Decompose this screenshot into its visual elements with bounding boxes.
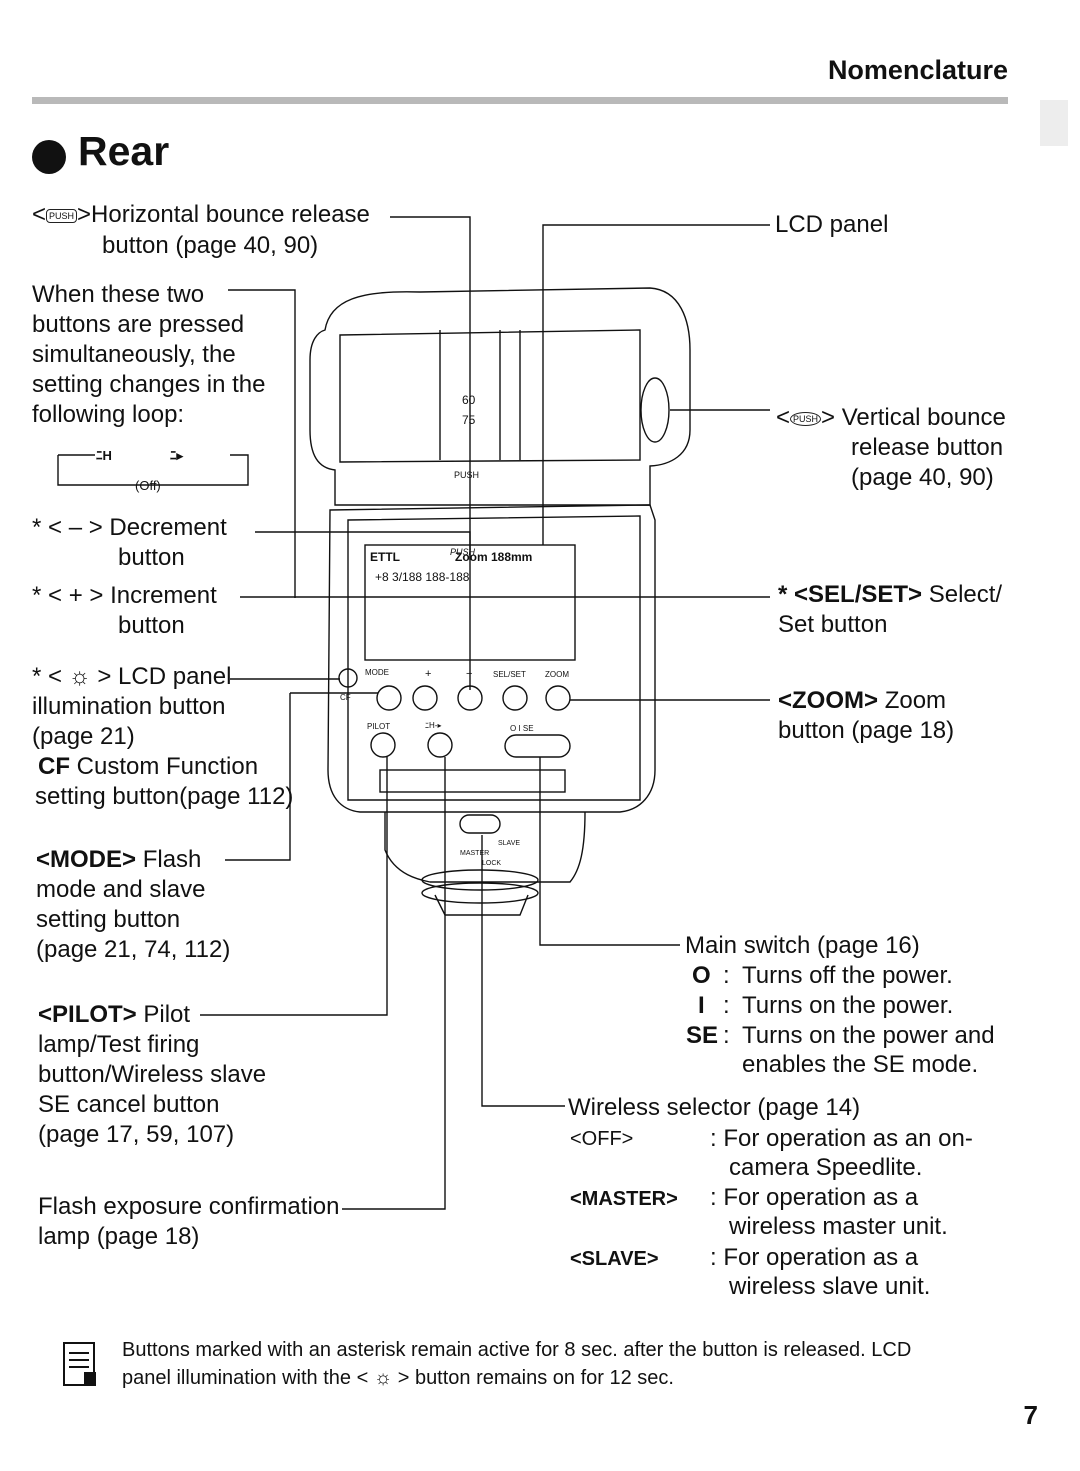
fec-label-text: Flash exposure confirmation [38,1193,340,1220]
minus-label: − [466,668,473,680]
section-header: Nomenclature [827,55,1008,85]
mode-line2: mode and slave [36,876,206,903]
ms-text-on: Turns on the power. [742,992,954,1019]
zoom-label-text: <ZOOM> Zoom [778,687,947,714]
lcd-illum-line2: illumination button [32,693,226,720]
flash-body-outline [327,504,656,813]
decrement-label: * < – > Decrement [32,514,227,541]
thumb-tab [1040,100,1068,146]
ms-key-on: I [698,992,705,1019]
plus-label: + [425,668,432,680]
mode-label-text: <MODE> Flash [36,846,202,873]
ms-key-off: O [692,962,711,989]
cf-line2: setting button(page 112) [35,783,294,810]
lcd-illum-label: * < ☼ > LCD panel [32,663,232,690]
increment-line2: button [118,612,185,639]
decrement-line2: button [118,544,185,571]
zoom-label: ZOOM [545,670,569,679]
flash-head-outline [309,287,691,506]
push-icon: PUSH [46,208,78,223]
scale-75: 75 [462,413,476,427]
selset-line2: Set button [778,611,888,638]
fec-line2: lamp (page 18) [38,1223,200,1250]
page-number: 7 [1023,1400,1038,1430]
loop-c: (Off) [135,478,161,493]
cf-label: CF [340,693,351,702]
ms-sep-off: : [723,962,730,989]
lcd-ettl-label: ETTL [370,550,400,564]
main-switch-title: Main switch (page 16) [685,932,920,959]
wl-text-off2: camera Speedlite. [729,1154,923,1181]
page-title: Rear [78,128,170,174]
header-rule [32,97,1008,104]
selset-label-text: * <SEL/SET> Select/ [778,581,1003,608]
horizontal-bounce-line2: button (page 40, 90) [102,232,319,259]
ms-text-se2: enables the SE mode. [742,1051,979,1078]
memo-icon [63,1342,96,1386]
loop-intro-3: simultaneously, the [32,341,236,368]
scale-60: 60 [462,393,476,407]
lcd-illum-line3: (page 21) [32,723,135,750]
vertical-bounce-label: <PUSH> Vertical bounce [776,404,1006,431]
mode-button-shape [376,685,402,711]
wl-text-master: : For operation as a [710,1184,919,1211]
mode-line4: (page 21, 74, 112) [36,936,231,963]
lcd-row2: +8 3/188 188-188 [375,570,470,584]
horizontal-bounce-label: <PUSH>Horizontal bounce release [32,201,370,228]
wl-key-off: <OFF> [570,1128,634,1150]
pilot-line3: button/Wireless slave [38,1061,267,1088]
ms-key-se: SE [686,1022,719,1049]
selset-label: SEL/SET [493,670,526,679]
wl-text-slave: : For operation as a [710,1244,919,1271]
fec-label: ﾆH-▸ [425,721,442,730]
zoom-line2: button (page 18) [778,717,955,744]
note-line2: panel illumination with the < ☼ > button… [122,1367,674,1389]
bullet-icon [32,140,66,174]
push-round-icon: PUSH [790,411,822,426]
wl-key-slave: <SLAVE> [570,1248,659,1270]
pilot-line5: (page 17, 59, 107) [38,1121,235,1148]
wireless-title: Wireless selector (page 14) [568,1094,861,1121]
ms-text-se: Turns on the power and [742,1022,995,1049]
pilot-line4: SE cancel button [38,1091,220,1118]
loop-intro-2: buttons are pressed [32,311,245,338]
loop-intro-4: setting changes in the [32,371,266,398]
pilot-line2: lamp/Test firing [38,1031,200,1058]
vertical-bounce-line3: (page 40, 90) [851,464,994,491]
svg-text:PUSH: PUSH [450,547,476,557]
ms-sep-on: : [723,992,730,1019]
loop-intro-5: following loop: [32,401,185,428]
ms-text-off: Turns off the power. [742,962,953,989]
pilot-label-text: <PILOT> Pilot [38,1001,191,1028]
wl-lock: LOCK [482,860,502,867]
loop-intro-1: When these two [32,281,205,308]
note-line1: Buttons marked with an asterisk remain a… [122,1339,912,1361]
lcd-zoom-readout: Zoom 188mm [455,550,533,564]
vertical-bounce-line2: release button [851,434,1004,461]
wl-text-off: : For operation as an on- [710,1125,973,1152]
push-label: PUSH [454,470,480,480]
pilot-label: PILOT [367,722,391,731]
cf-label-text: CF Custom Function [38,753,259,780]
loop-a: ﾆH [96,448,112,463]
wl-text-master2: wireless master unit. [729,1213,948,1240]
wl-text-slave2: wireless slave unit. [729,1273,931,1300]
ms-sep-se: : [723,1022,730,1049]
lcd-panel-label: LCD panel [775,211,889,238]
note-text: Buttons marked with an asterisk remain a… [122,1336,1022,1392]
wl-master: MASTER [460,850,490,857]
increment-label: * < + > Increment [32,582,217,609]
mode-line3: setting button [36,906,181,933]
loop-b: ﾆ▸ [170,448,184,463]
switch-label: O I SE [510,724,534,733]
mode-label: MODE [365,668,389,677]
wl-slave: SLAVE [498,840,521,847]
wl-key-master: <MASTER> [570,1188,678,1210]
